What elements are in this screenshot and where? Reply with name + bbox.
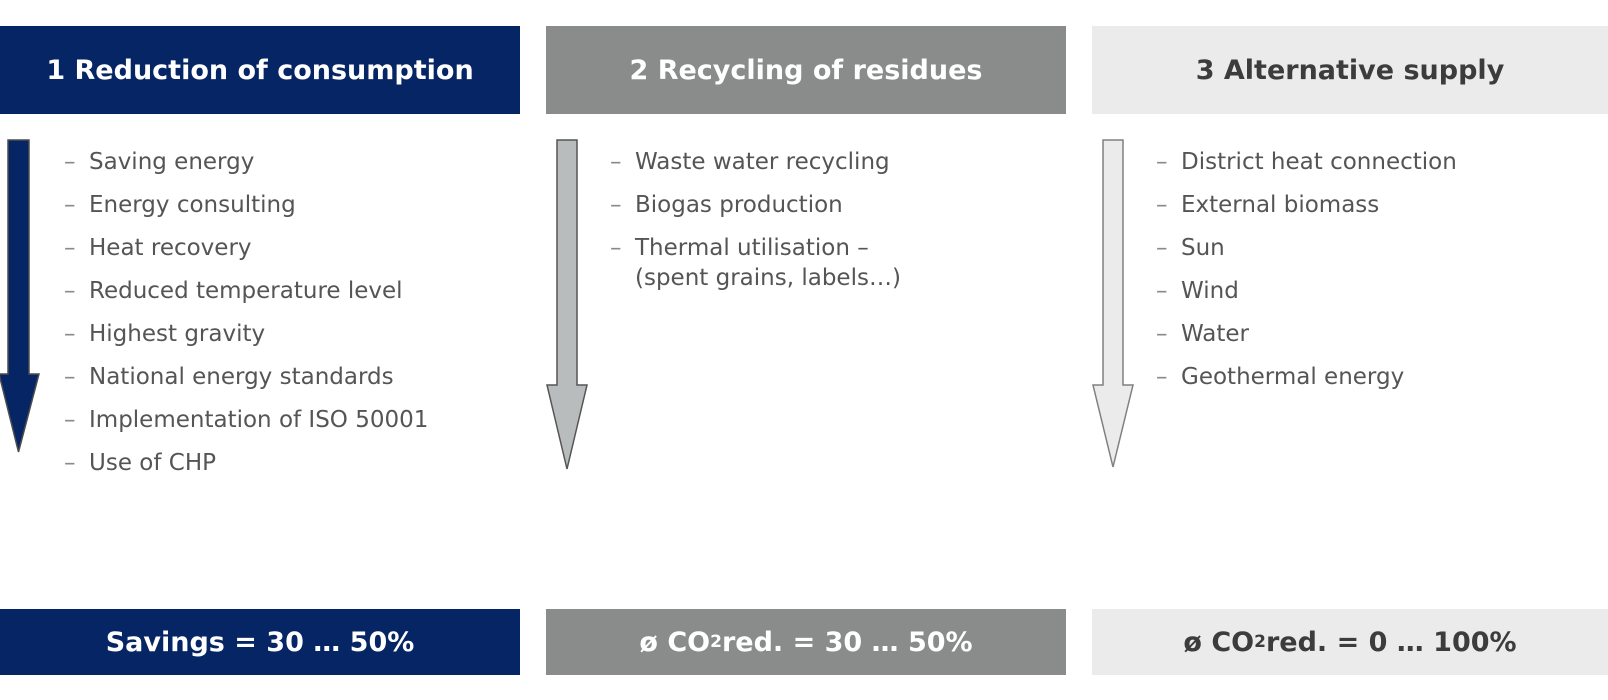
list-item: –External biomass [1156, 191, 1608, 221]
header-reduction-of-consumption: 1 Reduction of consumption [0, 26, 520, 114]
list-item: –Wind [1156, 277, 1608, 307]
footer-suffix: red. = 30 … 50% [721, 626, 973, 658]
list-item: –Sun [1156, 234, 1608, 264]
dash-bullet: – [610, 192, 622, 218]
list-item: –Waste water recycling [610, 148, 1066, 178]
dash-bullet: – [64, 149, 76, 175]
footer-suffix: red. = 0 … 100% [1265, 626, 1517, 658]
dash-bullet: – [1156, 321, 1168, 347]
item-list-alternative: –District heat connection –External biom… [1156, 148, 1608, 406]
column-recycling-of-residues: 2 Recycling of residues –Waste water rec… [546, 0, 1066, 700]
footer-prefix: ø CO [639, 626, 711, 658]
header-recycling-of-residues: 2 Recycling of residues [546, 26, 1066, 114]
header-title: 1 Reduction of consumption [46, 54, 474, 86]
header-title: 2 Recycling of residues [629, 54, 983, 86]
footer-text: Savings = 30 … 50% [105, 626, 415, 658]
dash-bullet: – [610, 149, 622, 175]
column-alternative-supply: 3 Alternative supply –District heat conn… [1092, 0, 1608, 700]
down-arrow-icon [0, 139, 44, 470]
footer-savings: Savings = 30 … 50% [0, 609, 520, 675]
item-list-recycling: –Waste water recycling –Biogas productio… [610, 148, 1066, 307]
down-arrow-icon [546, 139, 590, 470]
list-item: –Water [1156, 320, 1608, 350]
dash-bullet: – [64, 192, 76, 218]
list-item: –Heat recovery [64, 234, 520, 264]
list-item: –Energy consulting [64, 191, 520, 221]
list-item: –Geothermal energy [1156, 363, 1608, 393]
down-arrow-icon [1092, 139, 1136, 470]
footer-prefix: ø CO [1183, 626, 1255, 658]
dash-bullet: – [64, 235, 76, 261]
dash-bullet: – [1156, 364, 1168, 390]
column-reduction-of-consumption: 1 Reduction of consumption –Saving energ… [0, 0, 520, 700]
dash-bullet: – [610, 235, 622, 261]
list-item: –National energy standards [64, 363, 520, 393]
dash-bullet: – [1156, 278, 1168, 304]
header-alternative-supply: 3 Alternative supply [1092, 26, 1608, 114]
list-item: –Highest gravity [64, 320, 520, 350]
list-item: –Biogas production [610, 191, 1066, 221]
item-list-reduction: –Saving energy –Energy consulting –Heat … [64, 148, 520, 492]
list-item: –Reduced temperature level [64, 277, 520, 307]
dash-bullet: – [64, 407, 76, 433]
list-item: –Implementation of ISO 50001 [64, 406, 520, 436]
list-item: –Use of CHP [64, 449, 520, 479]
list-item: –Saving energy [64, 148, 520, 178]
dash-bullet: – [1156, 192, 1168, 218]
dash-bullet: – [1156, 235, 1168, 261]
dash-bullet: – [1156, 149, 1168, 175]
dash-bullet: – [64, 321, 76, 347]
header-title: 3 Alternative supply [1195, 54, 1505, 86]
list-item: –Thermal utilisation – (spent grains, la… [610, 235, 901, 291]
dash-bullet: – [64, 278, 76, 304]
list-item: –District heat connection [1156, 148, 1608, 178]
dash-bullet: – [64, 450, 76, 476]
dash-bullet: – [64, 364, 76, 390]
